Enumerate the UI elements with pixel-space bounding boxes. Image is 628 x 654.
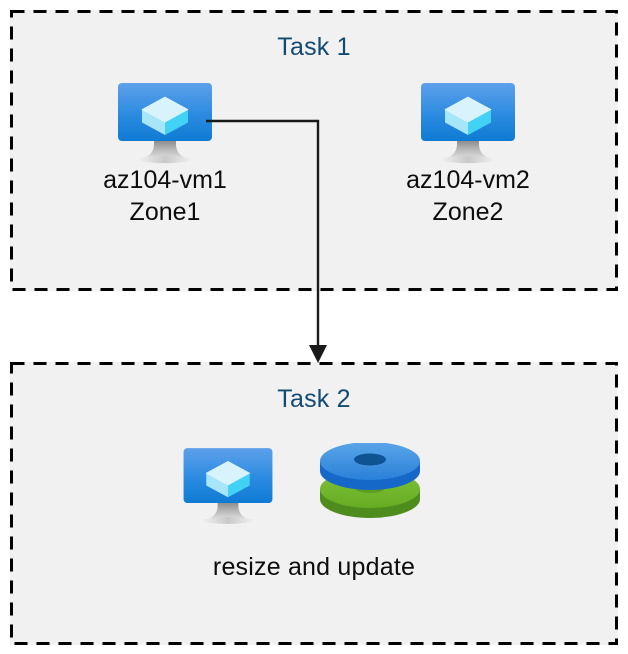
- virtual-machine-icon: [183, 448, 273, 524]
- node-vm2-zone: Zone2: [432, 198, 504, 226]
- task-1-group[interactable]: Task 1: [10, 10, 618, 291]
- task-2-caption: resize and update: [212, 553, 416, 581]
- managed-disks-icon: [320, 443, 420, 518]
- node-vm1-zone: Zone1: [129, 198, 201, 226]
- node-vm2-name: az104-vm2: [406, 166, 530, 194]
- node-vm2-label: az104-vm2 Zone2: [368, 164, 568, 228]
- virtual-machine-icon: [118, 83, 212, 164]
- node-disks[interactable]: [316, 443, 424, 527]
- virtual-machine-icon: [421, 83, 515, 164]
- node-vm2[interactable]: az104-vm2 Zone2: [368, 80, 568, 228]
- task-2-group[interactable]: Task 2: [10, 362, 618, 645]
- task-2-title: Task 2: [277, 385, 351, 413]
- node-vm1-name: az104-vm1: [103, 166, 227, 194]
- node-vm-resize[interactable]: [176, 443, 280, 527]
- node-vm1-label: az104-vm1 Zone1: [65, 164, 265, 228]
- node-vm1[interactable]: az104-vm1 Zone1: [65, 80, 265, 228]
- task-1-title: Task 1: [277, 33, 351, 61]
- connector-arrowhead: [309, 345, 327, 363]
- task-2-icon-row: [140, 440, 460, 530]
